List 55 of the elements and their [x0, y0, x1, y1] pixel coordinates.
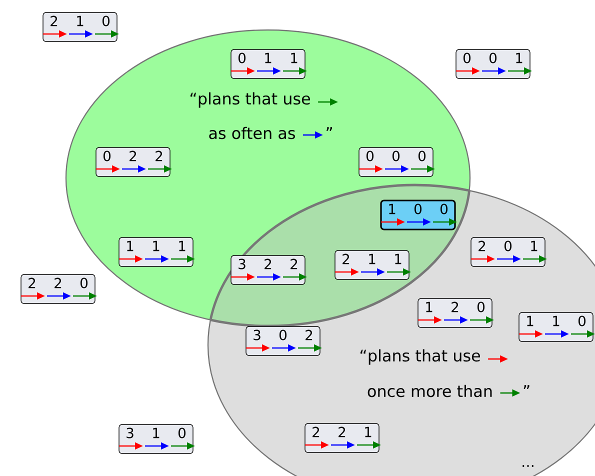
count-label: 0 [366, 150, 374, 162]
region-label: as often as [209, 126, 295, 140]
count-label: 0 [418, 150, 426, 162]
count-label: 1 [426, 302, 432, 312]
count-label: 0 [478, 302, 485, 312]
count-label: 2 [50, 16, 58, 26]
count-label: 2 [264, 258, 272, 270]
count-label: 1 [516, 52, 522, 64]
count-label: 1 [369, 254, 376, 264]
count-label: 1 [127, 240, 134, 252]
count-label: 3 [238, 258, 246, 270]
count-label: 0 [464, 52, 471, 64]
count-label: 1 [395, 254, 402, 264]
count-label: 0 [392, 150, 400, 162]
count-label: 1 [77, 16, 84, 26]
count-label: 0 [414, 204, 422, 214]
count-label: 0 [104, 150, 111, 162]
quote-mark: ” [326, 127, 332, 131]
quote-mark: ” [524, 385, 530, 389]
count-label: 3 [126, 428, 134, 438]
count-label: 2 [338, 426, 346, 438]
count-label: 2 [54, 278, 62, 288]
count-label: 3 [254, 330, 260, 340]
count-label: 0 [102, 16, 110, 26]
count-label: 2 [156, 150, 162, 162]
count-label: 1 [153, 428, 160, 438]
count-label: 1 [365, 426, 372, 438]
count-label: 0 [80, 278, 88, 288]
count-label: 1 [291, 52, 298, 64]
count-label: 2 [130, 150, 136, 162]
count-label: 0 [504, 240, 512, 252]
count-label: 2 [312, 426, 320, 438]
count-label: 1 [265, 52, 272, 64]
count-label: 1 [531, 240, 538, 252]
count-label: 1 [527, 316, 534, 326]
count-label: 0 [238, 52, 246, 64]
count-label: 0 [178, 428, 186, 438]
count-label: 0 [280, 330, 287, 340]
count-label: 2 [452, 302, 458, 312]
region-label: “plans that use [190, 92, 310, 108]
count-label: 2 [28, 278, 36, 288]
count-label: 1 [553, 316, 560, 326]
ellipsis-label: … [522, 465, 534, 467]
count-label: 0 [578, 316, 586, 326]
count-label: 2 [478, 240, 486, 252]
count-label: 0 [440, 204, 448, 214]
count-label: 2 [342, 254, 350, 264]
count-label: 1 [389, 204, 396, 214]
count-label: 1 [179, 240, 186, 252]
count-label: 0 [490, 52, 497, 64]
region-label: “plans that use [360, 349, 480, 365]
count-label: 2 [290, 258, 298, 270]
count-label: 1 [153, 240, 160, 252]
region-label: once more than [368, 384, 492, 398]
count-label: 2 [306, 330, 312, 340]
